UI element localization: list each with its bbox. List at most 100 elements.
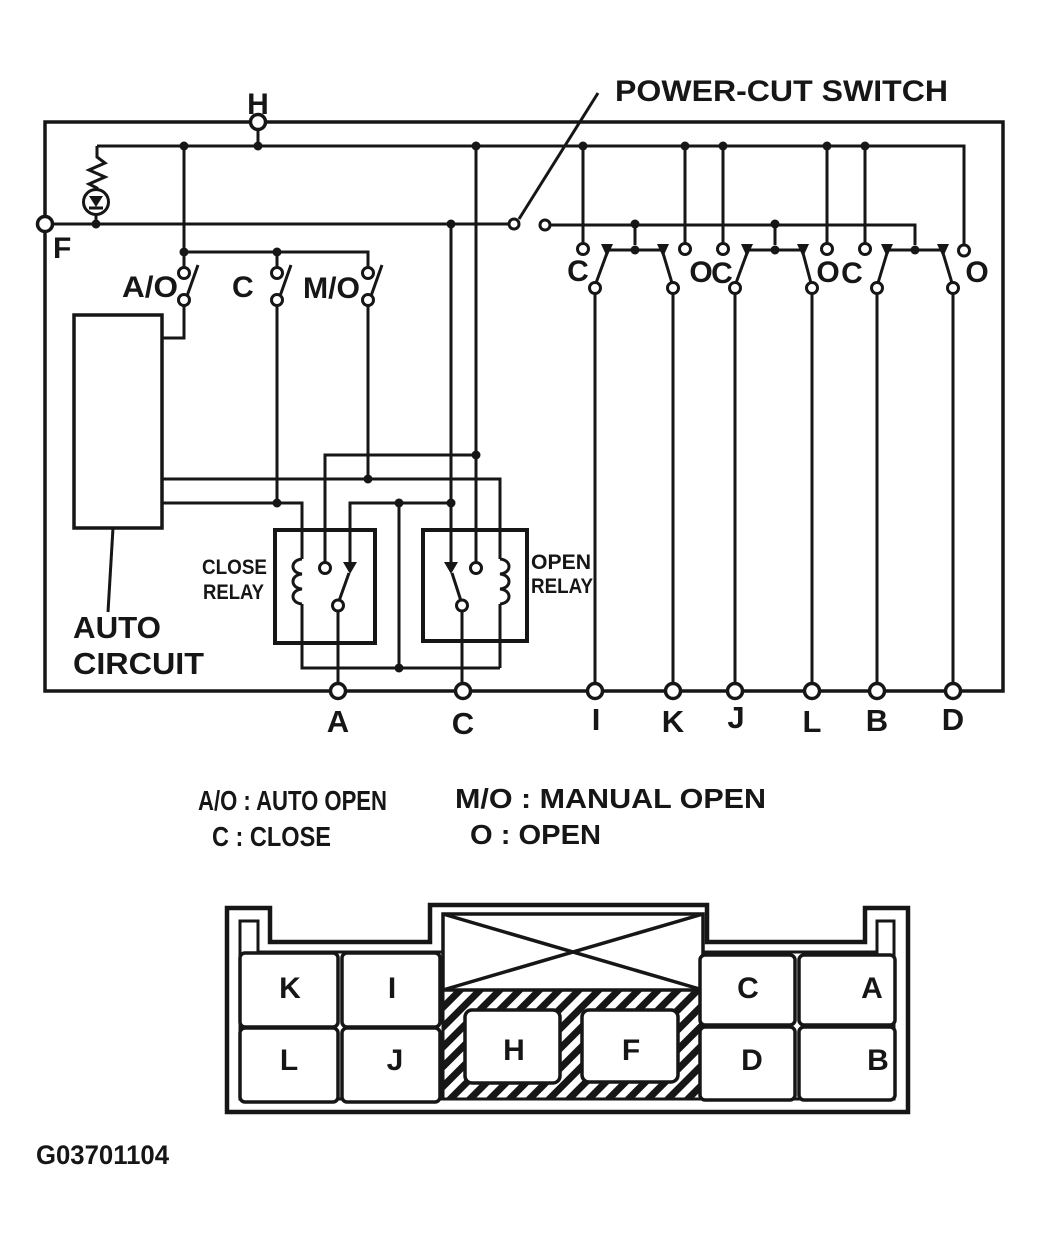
rocker-arms <box>734 252 813 284</box>
pin-label-d: D <box>741 1044 763 1077</box>
contact-circle <box>588 281 602 295</box>
junction-dot <box>272 247 282 257</box>
terminal-f-label: F <box>53 232 71 265</box>
close-relay-box <box>273 528 377 645</box>
rocker-end-left <box>741 244 753 257</box>
terminal-a-label: A <box>327 704 349 739</box>
switch-contact <box>361 266 375 280</box>
diode-triangle-icon <box>89 196 103 207</box>
terminal-l-label: L <box>803 704 822 739</box>
terminal-drop-wires <box>593 293 955 684</box>
junction-dot <box>718 141 728 151</box>
resistor-icon <box>85 146 109 190</box>
terminal-k-circle <box>663 681 683 701</box>
rocker-contact-label: C <box>567 255 589 288</box>
switch-contact <box>270 293 284 307</box>
junction-dot <box>630 219 640 229</box>
terminal-j-circle <box>725 681 745 701</box>
auto-circuit-label-line1: AUTO <box>73 610 161 645</box>
junction-dot <box>630 245 640 255</box>
terminal-h-label: H <box>247 88 269 121</box>
rocker-contact-label: O <box>816 256 839 289</box>
switch-blade <box>278 264 293 297</box>
junction-dot <box>394 663 404 673</box>
junction-dot <box>91 219 101 229</box>
junction-dots <box>91 141 920 673</box>
pin-cell-h <box>463 1008 562 1085</box>
close-coil-feed-wire <box>162 501 304 559</box>
pin-cell-j <box>340 1026 442 1104</box>
legend-manual-open: M/O : MANUAL OPEN <box>455 783 766 814</box>
figure-code-label: G03701104 <box>36 1140 169 1170</box>
contact-circle <box>678 242 692 256</box>
junction-dot <box>363 474 373 484</box>
junction-dot <box>680 141 690 151</box>
power-cut-switch <box>507 92 600 232</box>
terminal-c-label: C <box>452 706 474 741</box>
switch-contact <box>361 293 375 307</box>
rocker-end-right <box>657 244 669 257</box>
contact-circle <box>716 242 730 256</box>
power-cut-switch-label: POWER-CUT SWITCH <box>615 75 948 108</box>
pin-label-l: L <box>280 1044 298 1077</box>
pin-label-j: J <box>387 1044 404 1077</box>
terminal-i-label: I <box>592 702 601 737</box>
rocker-arms <box>594 252 674 284</box>
contact-circle <box>805 281 819 295</box>
junction-dot <box>179 247 189 257</box>
pivot-link-wire <box>348 501 451 562</box>
junction-dot <box>394 498 404 508</box>
rocker-end-right <box>937 244 949 257</box>
rocker-pivot-stub-wires <box>633 224 777 245</box>
pin-label-h: H <box>503 1034 525 1067</box>
auto-circuit-leader <box>106 527 115 613</box>
manual-open-switch <box>361 264 384 307</box>
switch-blade <box>185 264 200 297</box>
circuit-boundary-box <box>43 120 1005 693</box>
open-relay <box>421 528 529 684</box>
junction-dot <box>770 219 780 229</box>
pin-cell-a <box>797 953 897 1027</box>
pin-cell-l <box>238 1026 340 1104</box>
rocker-arms <box>876 252 954 284</box>
auto-circuit-label-line2: CIRCUIT <box>73 646 204 681</box>
pin-label-k: K <box>279 972 301 1005</box>
terminal-b-circle <box>867 681 887 701</box>
terminal-a-circle <box>328 681 348 701</box>
manual-open-switch-label: M/O <box>303 272 360 305</box>
junction-dot <box>860 141 870 151</box>
legend-open: O : OPEN <box>470 819 601 850</box>
legend-close: C : CLOSE <box>212 821 331 852</box>
close-relay <box>273 528 500 684</box>
junction-dot <box>446 498 456 508</box>
switch-contact <box>177 293 191 307</box>
power-cut-contact-left <box>507 217 521 231</box>
switch-contact <box>177 266 191 280</box>
open-relay-pivot <box>444 562 458 574</box>
open-coil-feed-wire <box>162 477 502 559</box>
close-switch-label: C <box>232 271 254 304</box>
pin-label-b: B <box>867 1044 889 1077</box>
switch-blade <box>369 264 384 297</box>
rocker-contact-label: C <box>841 257 863 290</box>
h-bus-wire <box>97 144 966 245</box>
terminal-h-circle <box>248 112 268 132</box>
terminal-d-circle <box>943 681 963 701</box>
rocker-contact-label: O <box>965 256 988 289</box>
close-relay-label-line1: CLOSE <box>202 556 267 579</box>
junction-dot <box>179 141 189 151</box>
contact-drop-wires <box>581 146 867 243</box>
contact-circle <box>576 242 590 256</box>
legend: A/O : AUTO OPEN M/O : MANUAL OPEN C : CL… <box>198 783 766 852</box>
terminal-i-circle <box>585 681 605 701</box>
rocker-end-left <box>881 244 893 257</box>
contact-circle <box>870 281 884 295</box>
pin-cell-b <box>797 1025 897 1102</box>
junction-dot <box>770 245 780 255</box>
wiring <box>52 129 966 684</box>
terminal-c-circle <box>453 681 473 701</box>
bottom-terminals <box>328 681 963 701</box>
rocker-end-right <box>797 244 809 257</box>
